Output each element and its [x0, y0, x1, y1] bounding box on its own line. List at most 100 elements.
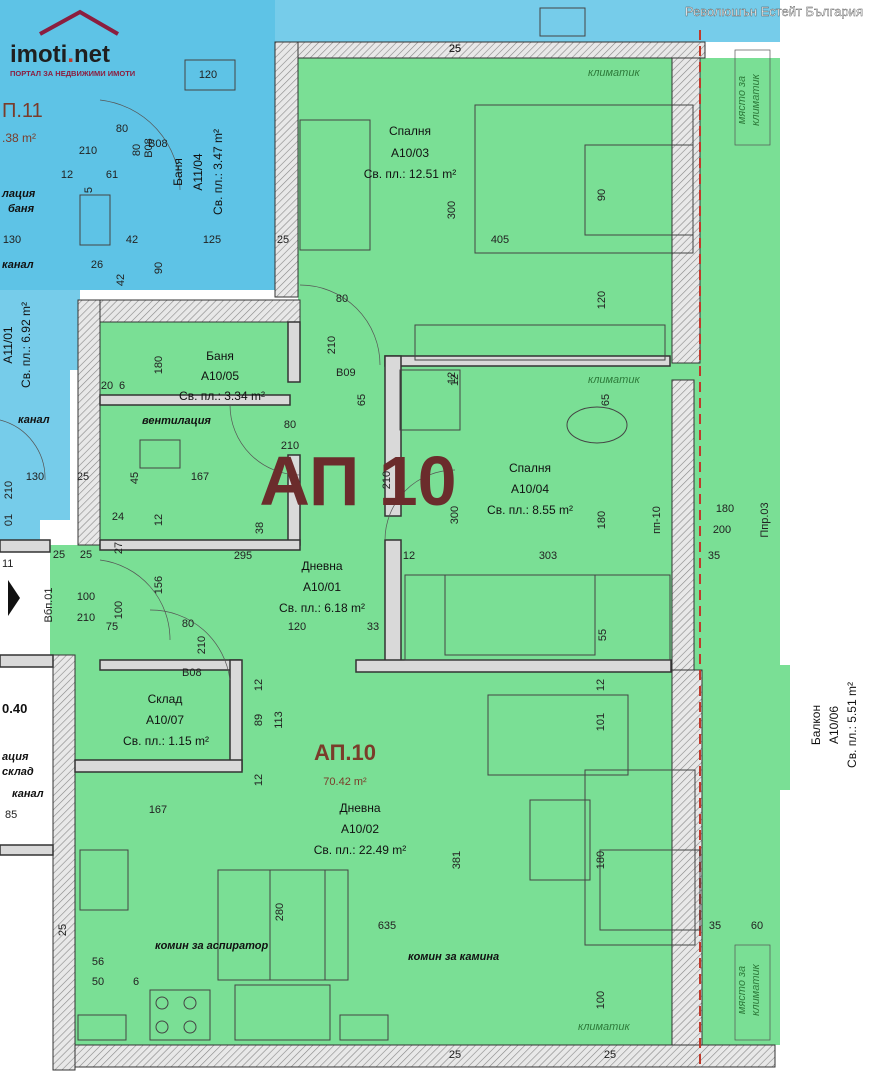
room-name: Спалня — [509, 461, 551, 475]
room-name: Склад — [148, 692, 183, 706]
dimension-label: 42 — [115, 274, 127, 286]
room-area: Св. пл.: 1.15 m² — [123, 734, 209, 748]
dimension-label: 80 — [182, 618, 194, 630]
dimension-label: 50 — [92, 976, 104, 988]
dimension-label: 6 — [119, 380, 125, 392]
dimension-label: 26 — [91, 259, 103, 271]
watermark: Революшън Естейт България — [685, 4, 863, 19]
dimension-label: 89 — [253, 714, 265, 726]
dimension-label: 42 — [126, 234, 138, 246]
ac-place-2b: климатик — [750, 963, 762, 1015]
dimension-label: 25 — [53, 549, 65, 561]
note-chimney-hood: комин за аспиратор — [155, 940, 269, 952]
dimension-label: 55 — [597, 629, 609, 641]
dimension-label: 12 — [253, 679, 265, 691]
dimension-label: 210 — [79, 145, 97, 157]
room-code: А10/01 — [303, 580, 341, 594]
note-vent: вентилация — [142, 415, 211, 427]
dimension-label: 65 — [600, 394, 612, 406]
door-b08: B08 — [182, 667, 202, 679]
dimension-label: 5 — [83, 187, 95, 193]
ac-place-1b: климатик — [750, 73, 762, 125]
dimension-label: 180 — [716, 503, 734, 515]
neighbor-apartment-11 — [0, 0, 780, 540]
dimension-label: 25 — [57, 924, 69, 936]
dimension-label: 295 — [234, 550, 252, 562]
dimension-label: 300 — [446, 201, 458, 219]
dimension-label: 12 — [449, 374, 461, 386]
room-area: Св. пл.: 22.49 m² — [314, 843, 407, 857]
room-code: А10/06 — [827, 706, 841, 744]
dimension-label: 100 — [113, 601, 125, 619]
room-name: Баня — [206, 349, 234, 363]
dimension-label: 180 — [153, 356, 165, 374]
dimension-label: 25 — [604, 1049, 616, 1061]
dimension-label: 12 — [253, 774, 265, 786]
klimatik-2: климатик — [588, 374, 640, 386]
neighbor-b08: B08 — [148, 138, 168, 150]
neighbor-bath-area: Св. пл.: 3.47 m² — [211, 129, 225, 215]
note-chimney-fire: комин за камина — [408, 951, 499, 963]
dimension-label: 156 — [153, 576, 165, 594]
dimension-label: 80 — [284, 419, 296, 431]
dimension-label: 300 — [449, 506, 461, 524]
dimension-label: 125 — [203, 234, 221, 246]
dimension-label: 381 — [451, 851, 463, 869]
dimension-label: 12 — [446, 372, 458, 384]
dimension-label: 80 — [336, 293, 348, 305]
dimension-label: 6 — [133, 976, 139, 988]
left-040: 0.40 — [2, 701, 27, 716]
ac-places — [734, 49, 771, 1041]
room-code: А10/02 — [341, 822, 379, 836]
dimension-label: 90 — [596, 189, 608, 201]
room-area: Св. пл.: 3.34 m² — [179, 389, 265, 403]
ac-place-2a: място за — [736, 966, 748, 1014]
dimension-label: 12 — [595, 679, 607, 691]
left-vent: ация — [2, 751, 29, 763]
dimension-label: 60 — [751, 920, 763, 932]
dimension-label: 25 — [80, 549, 92, 561]
dimension-label: 75 — [106, 621, 118, 633]
dimension-label: 12 — [153, 514, 165, 526]
room-bedroom-1: Спалня А10/03 Св. пл.: 12.51 m² — [364, 124, 457, 181]
dimension-label: 130 — [26, 471, 44, 483]
dimension-label: 167 — [191, 471, 209, 483]
room-area: Св. пл.: 8.55 m² — [487, 503, 573, 517]
room-code: А10/04 — [511, 482, 549, 496]
label-vbp: Вбп.01 — [43, 588, 55, 623]
dimension-label: 61 — [106, 169, 118, 181]
room-hall: Дневна А10/01 Св. пл.: 6.18 m² — [279, 559, 365, 615]
room-name: Балкон — [809, 705, 823, 745]
room-bath: Баня А10/05 Св. пл.: 3.34 m² — [179, 349, 265, 403]
room-living: Дневна А10/02 Св. пл.: 22.49 m² — [314, 801, 407, 857]
dimension-label: 167 — [149, 804, 167, 816]
neighbor-bath-code: А11/04 — [191, 153, 205, 190]
dimension-label: 01 — [3, 514, 15, 526]
dimension-label: 120 — [288, 621, 306, 633]
logo-tagline: ПОРТАЛ ЗА НЕДВИЖИМИ ИМОТИ — [10, 69, 135, 78]
room-area: Св. пл.: 5.51 m² — [845, 682, 859, 768]
door-b09: B09 — [336, 367, 356, 379]
dimension-label: 120 — [596, 291, 608, 309]
neighbor-area-2: Св. пл.: 6.92 m² — [19, 302, 33, 388]
room-area: Св. пл.: 12.51 m² — [364, 167, 457, 181]
room-name: Дневна — [339, 801, 380, 815]
label-11: 11 — [2, 558, 13, 570]
dimension-label: 25 — [277, 234, 289, 246]
dimension-label: 210 — [3, 481, 15, 499]
room-name: Дневна — [301, 559, 342, 573]
dimension-label: 35 — [709, 920, 721, 932]
dimension-label: 280 — [274, 903, 286, 921]
dimension-label: 200 — [713, 524, 731, 536]
neighbor-vent-2: баня — [8, 203, 35, 215]
neighbor-area: .38 m² — [2, 131, 36, 145]
dimension-label: 101 — [595, 713, 607, 731]
dimension-label: 90 — [153, 262, 165, 274]
apartment-label: АП.10 — [314, 740, 376, 765]
neighbor-canal-2: канал — [18, 414, 50, 426]
neighbor-canal: канал — [2, 259, 34, 271]
apartment-area: 70.42 m² — [323, 776, 367, 788]
room-area: Св. пл.: 6.18 m² — [279, 601, 365, 615]
dimension-label: 25 — [449, 43, 461, 55]
